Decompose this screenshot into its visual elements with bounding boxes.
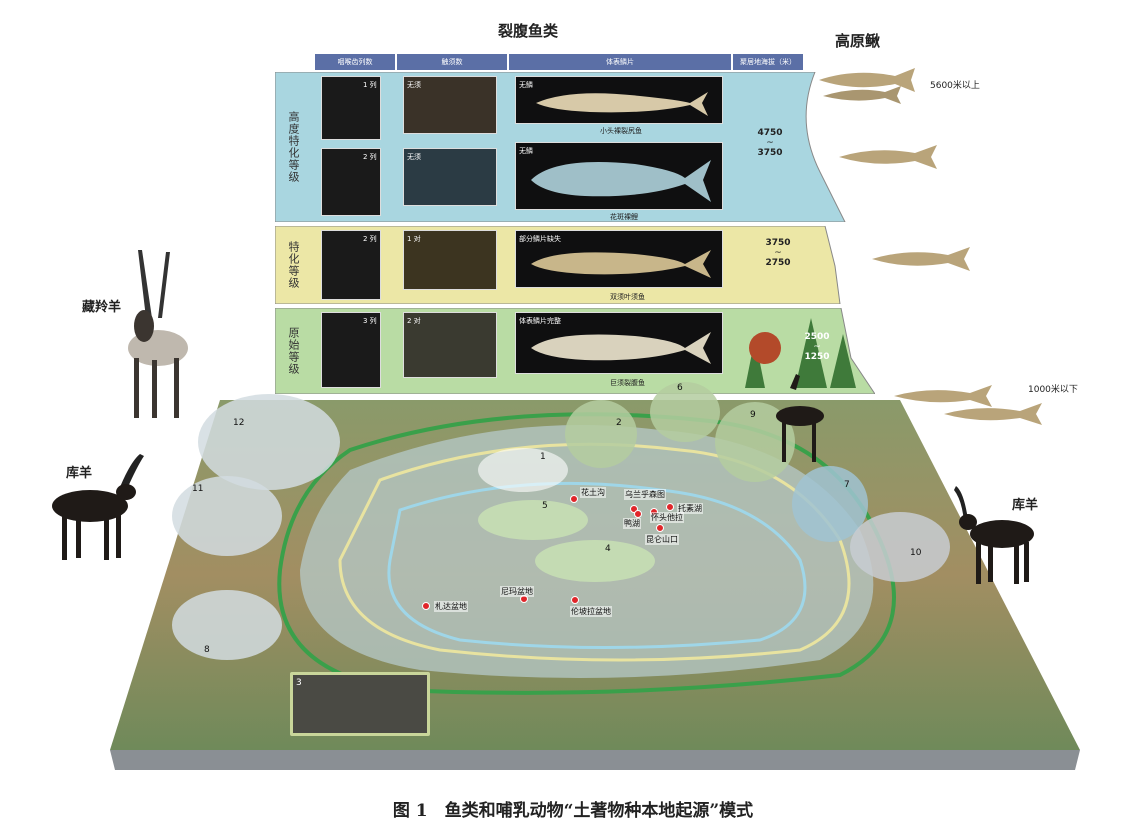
argali-right-label: 库羊: [1012, 498, 1039, 513]
argali-left-figure: [52, 454, 144, 560]
locality-dot: [656, 524, 664, 532]
locality-label: 鸭湖: [623, 518, 641, 529]
loach-title: 高原鳅: [835, 32, 881, 50]
locality-dot: [571, 596, 579, 604]
row-label-high: 高度特化等级: [287, 111, 300, 183]
teeth-image-1: [321, 76, 381, 140]
barbel-image-2: [403, 148, 497, 206]
barbel-image-4: [403, 312, 497, 378]
fossil-oval-5: [478, 500, 588, 540]
locality-dot: [422, 602, 430, 610]
barbel-image-1: [403, 76, 497, 134]
teeth-count-4: 3 列: [363, 317, 377, 325]
fossil-oval-8: [172, 590, 282, 660]
fossil-number: 11: [192, 484, 204, 494]
fossil-oval-6: [650, 382, 720, 442]
teeth-image-4: [321, 312, 381, 388]
column-header-teeth: 咽喉齿列数: [315, 54, 395, 70]
argali-right-figure: [954, 486, 1034, 584]
scale-desc-4: 体表鳞片完整: [519, 317, 561, 325]
figure-caption: 图 1 鱼类和哺乳动物“土著物种本地起源”模式: [392, 801, 754, 821]
locality-dot: [666, 503, 674, 511]
fossil-oval-1: [478, 448, 568, 492]
scale-desc-3: 部分鳞片缺失: [519, 235, 561, 243]
locality-label: 尼玛盆地: [500, 586, 534, 597]
species-name-1: 小头裸裂尻鱼: [600, 127, 642, 135]
loach-label-bottom: 1000米以下: [1028, 385, 1078, 395]
loach-fish-3: [872, 247, 970, 271]
loach-fish-bottom: [894, 385, 1042, 425]
teeth-count-1: 1 列: [363, 81, 377, 89]
species-name-4: 巨须裂腹鱼: [610, 379, 645, 387]
fossil-oval-4: [535, 540, 655, 582]
locality-label: 花土沟: [580, 487, 606, 498]
locality-label: 托素湖: [677, 503, 703, 514]
row-specialized: 特化等级 2 列 1 对 部分鳞片缺失 双须叶须鱼 3750~2750: [275, 226, 875, 304]
fossil-number: 10: [910, 548, 922, 558]
species-name-3: 双须叶须鱼: [610, 293, 645, 301]
loach-fish-2: [839, 145, 937, 169]
fossil-number: 3: [296, 678, 302, 688]
fish-image-2: [531, 160, 711, 202]
column-header-scale: 体表鳞片: [509, 54, 731, 70]
teeth-image-2: [321, 148, 381, 216]
fossil-oval-3: [290, 672, 430, 736]
fossil-oval-10: [850, 512, 950, 582]
teeth-count-2: 2 列: [363, 153, 377, 161]
fossil-number: 1: [540, 452, 546, 462]
fossil-number: 6: [677, 383, 683, 393]
fish-image-3: [531, 250, 711, 278]
scale-desc-2: 无鳞: [519, 147, 533, 155]
altitude-high: 4750~3750: [757, 128, 783, 158]
barbel-count-2: 无须: [407, 153, 421, 161]
teeth-count-3: 2 列: [363, 235, 377, 243]
locality-label: 伦坡拉盆地: [570, 606, 612, 617]
fossil-number: 8: [204, 645, 210, 655]
fish-image-4: [531, 332, 711, 364]
fossil-number: 9: [750, 410, 756, 420]
row-highly-specialized: 高度特化等级 1 列 无须 无鳞 小头裸裂尻鱼 2 列 无须 无鳞 花斑裸鲤 4…: [275, 72, 875, 222]
altitude-low: 2500~1250: [804, 332, 830, 362]
fossil-number: 5: [542, 501, 548, 511]
locality-dot: [570, 495, 578, 503]
fossil-number: 4: [605, 544, 611, 554]
tibetan-antelope-figure: [128, 250, 188, 418]
locality-label: 昆仑山口: [645, 534, 679, 545]
column-header-barbel: 触须数: [397, 54, 507, 70]
barbel-count-3: 1 对: [407, 235, 421, 243]
fish-image-1: [536, 92, 708, 116]
fossil-number: 2: [616, 418, 622, 428]
teeth-image-3: [321, 230, 381, 300]
row-primitive: 原始等级 3 列 2 对 体表鳞片完整 巨须裂腹鱼 2500~1250: [275, 308, 875, 394]
classification-table: 咽喉齿列数 触须数 体表鳞片 聚居地海拔（米） 高度特化等级 1 列 无须 无鳞…: [275, 48, 875, 398]
loach-label-top: 5600米以上: [930, 81, 980, 91]
barbel-count-4: 2 对: [407, 317, 421, 325]
locality-label: 怀头他拉: [650, 512, 684, 523]
species-name-2: 花斑裸鲤: [610, 213, 638, 221]
barbel-count-1: 无须: [407, 81, 421, 89]
fossil-number: 7: [844, 480, 850, 490]
row-label-low: 原始等级: [287, 327, 300, 375]
locality-label: 札达盆地: [434, 601, 468, 612]
altitude-mid: 3750~2750: [765, 238, 791, 268]
locality-dot: [634, 510, 642, 518]
fossil-number: 12: [233, 418, 245, 428]
schizothoracine-title: 裂腹鱼类: [498, 22, 559, 40]
argali-left-label: 库羊: [66, 466, 93, 481]
column-header-altitude: 聚居地海拔（米）: [733, 54, 803, 70]
barbel-image-3: [403, 230, 497, 290]
fossil-oval-2: [565, 400, 637, 468]
scale-desc-1: 无鳞: [519, 81, 533, 89]
fossil-oval-11: [172, 476, 282, 556]
fossil-9-animal: [776, 374, 824, 462]
fossil-oval-12: [198, 394, 340, 490]
locality-label: 乌兰乎森图: [624, 489, 666, 500]
tibetan-antelope-label: 藏羚羊: [82, 300, 122, 315]
loach-fish-top: [819, 68, 915, 104]
row-label-mid: 特化等级: [287, 241, 300, 289]
